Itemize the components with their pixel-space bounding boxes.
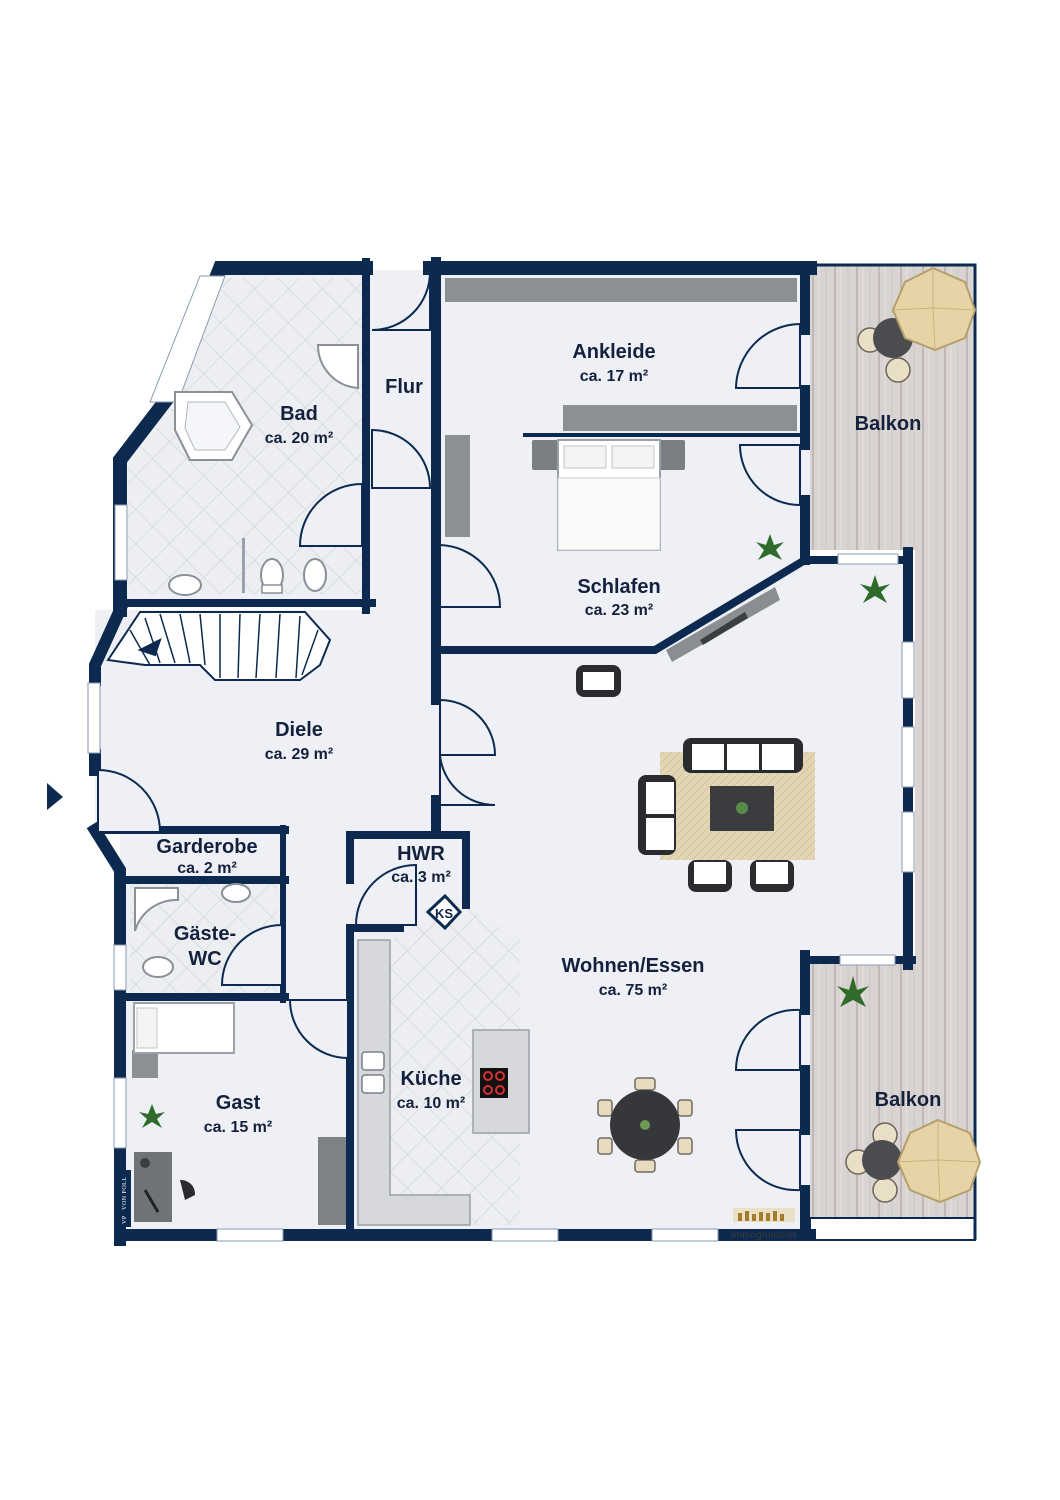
room-diele-label: Diele bbox=[275, 719, 323, 741]
plant-icon bbox=[139, 534, 890, 1128]
room-gaeste-wc-label: Gäste- bbox=[174, 923, 236, 945]
toilet-icon bbox=[142, 558, 327, 978]
room-flur-label: Flur bbox=[385, 376, 423, 398]
room-bad-area: ca. 20 m² bbox=[265, 430, 333, 447]
parasol-icon-lower bbox=[845, 1118, 982, 1204]
room-hwr-area: ca. 3 m² bbox=[391, 869, 451, 886]
logo: VP VON POLL bbox=[118, 1170, 131, 1227]
bed-icon bbox=[532, 439, 685, 551]
shower-icon bbox=[134, 344, 359, 932]
room-gast-area: ca. 15 m² bbox=[204, 1119, 272, 1136]
room-wohnen-label: Wohnen/Essen bbox=[562, 955, 705, 977]
logo-short: VP bbox=[122, 1215, 128, 1224]
ks-box: KS bbox=[425, 893, 463, 931]
credit-badge: Immogrundriss bbox=[731, 1208, 797, 1241]
cooktop-icon bbox=[480, 1068, 508, 1098]
room-schlafen-label: Schlafen bbox=[577, 576, 660, 598]
bathtub-icon bbox=[174, 391, 254, 461]
room-diele-area: ca. 29 m² bbox=[265, 746, 333, 763]
room-kueche-area: ca. 10 m² bbox=[397, 1095, 465, 1112]
room-kueche-label: Küche bbox=[400, 1068, 461, 1090]
room-ankleide-label: Ankleide bbox=[572, 341, 655, 363]
room-gaeste-wc-label-2: WC bbox=[188, 948, 221, 970]
parasol-icon bbox=[857, 266, 977, 383]
entrance-arrow-icon bbox=[47, 783, 63, 810]
room-schlafen-area: ca. 23 m² bbox=[585, 602, 653, 619]
credit-text: Immogrundriss bbox=[731, 1230, 797, 1241]
room-balkon-lower-label: Balkon bbox=[875, 1089, 942, 1111]
ks-label: KS bbox=[435, 906, 453, 921]
room-garderobe-area: ca. 2 m² bbox=[177, 860, 237, 877]
room-balkon-upper-label: Balkon bbox=[855, 413, 922, 435]
logo-text: VON POLL bbox=[122, 1177, 128, 1211]
windows bbox=[87, 275, 915, 1242]
tv-icon bbox=[666, 587, 780, 662]
sofa-icon bbox=[576, 665, 815, 892]
room-labels: Bad ca. 20 m² Flur Ankleide ca. 17 m² Sc… bbox=[156, 341, 941, 1136]
room-garderobe-label: Garderobe bbox=[156, 836, 257, 858]
doors bbox=[97, 271, 801, 1192]
room-bad-label: Bad bbox=[280, 403, 318, 425]
dining-table-icon bbox=[597, 1077, 693, 1173]
stairs-icon bbox=[106, 611, 332, 681]
desk bbox=[134, 1152, 196, 1222]
wardrobes bbox=[132, 278, 797, 1225]
sink-icon bbox=[168, 538, 251, 903]
room-hwr-label: HWR bbox=[397, 843, 445, 865]
room-gast-label: Gast bbox=[216, 1092, 261, 1114]
room-ankleide-area: ca. 17 m² bbox=[580, 368, 648, 385]
bed-icon-guest bbox=[133, 1002, 235, 1054]
room-wohnen-area: ca. 75 m² bbox=[599, 982, 667, 999]
